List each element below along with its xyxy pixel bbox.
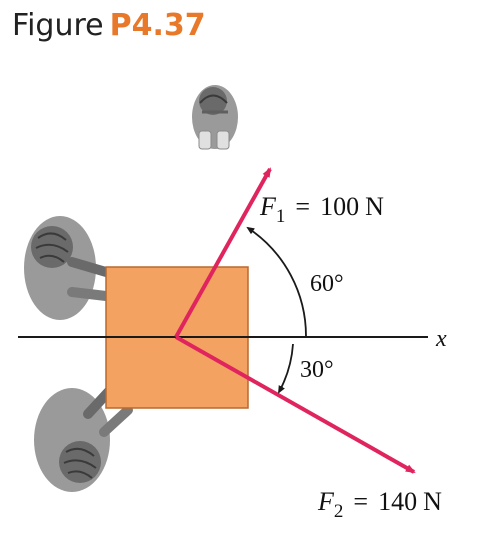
force-2-magnitude: 140 (378, 487, 417, 516)
force-1-arrow (174, 167, 272, 338)
force-2-symbol: F (317, 487, 335, 516)
force-1-equals: = (295, 192, 310, 221)
force-2-unit: N (423, 487, 442, 516)
force-1-unit: N (365, 192, 384, 221)
force-1-magnitude: 100 (320, 192, 359, 221)
angle-arc-30 (278, 343, 294, 394)
force-2-arrow (175, 335, 416, 474)
angle-label-60: 60° (310, 271, 344, 297)
figure-number: P4.37 (109, 8, 206, 43)
force-1-symbol: F (259, 192, 277, 221)
force-2-subscript: 2 (334, 501, 344, 522)
angle-arc-60 (246, 226, 307, 338)
force-1-subscript: 1 (276, 206, 286, 227)
person-left-lower (34, 383, 133, 492)
person-top (192, 85, 238, 150)
angle-label-30: 30° (300, 357, 334, 383)
person-left-upper (24, 216, 111, 320)
force-2-equals: = (353, 487, 368, 516)
x-axis-label: x (435, 326, 447, 352)
figure-word: Figure (12, 8, 104, 43)
